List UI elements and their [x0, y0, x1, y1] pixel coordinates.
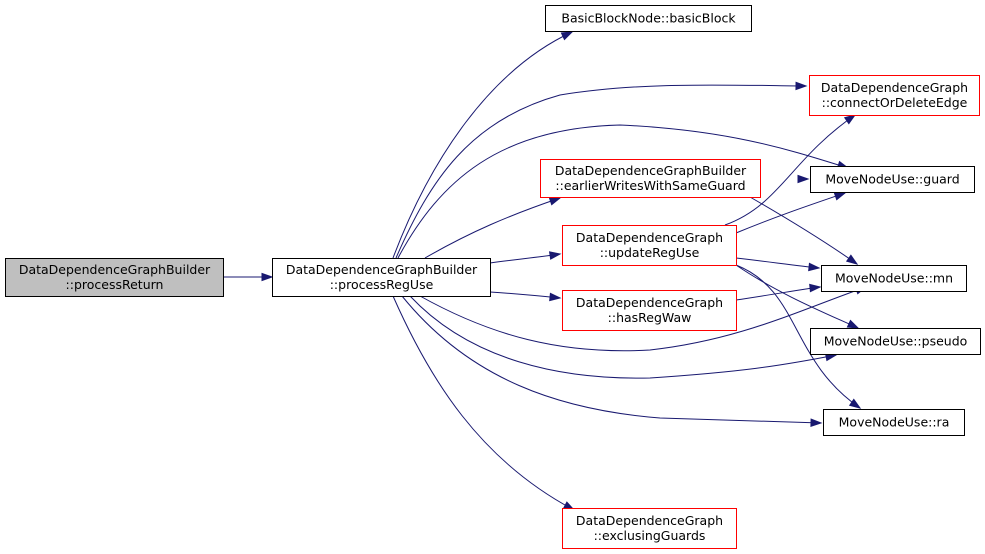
edge-line: [489, 253, 561, 264]
node-earlierWrites[interactable]: DataDependenceGraphBuilder::earlierWrite…: [540, 159, 761, 198]
edge-line: [409, 295, 837, 379]
edge-line: [735, 264, 859, 329]
arrowhead: [261, 272, 274, 282]
edge-processRegUse-to-basicBlock: [392, 31, 574, 259]
node-label: BasicBlockNode::basicBlock: [561, 11, 736, 26]
node-label: MoveNodeUse::mn: [835, 271, 953, 286]
edge-updateRegUse-to-connectOrDeleteEdge: [724, 114, 857, 226]
node-updateRegUse[interactable]: DataDependenceGraph::updateRegUse: [562, 225, 737, 266]
node-basicBlock[interactable]: BasicBlockNode::basicBlock: [545, 5, 752, 32]
edge-line: [419, 286, 867, 352]
edge-line: [724, 114, 856, 226]
node-label: DataDependenceGraphBuilder: [555, 163, 747, 178]
node-label: ::updateRegUse: [600, 245, 700, 260]
node-label: ::exclusingGuards: [594, 528, 706, 543]
node-exclusingGuards[interactable]: DataDependenceGraph::exclusingGuards: [562, 508, 737, 549]
node-mn[interactable]: MoveNodeUse::mn: [821, 265, 967, 292]
edge-earlierWrites-to-guard: [797, 174, 810, 184]
node-guard[interactable]: MoveNodeUse::guard: [810, 166, 975, 193]
node-box: [562, 290, 737, 331]
arrowhead: [549, 292, 562, 302]
edge-line: [735, 192, 846, 234]
node-label: ::processRegUse: [330, 277, 434, 292]
node-box: [545, 5, 752, 32]
edge-hasRegWaw-to-mn: [735, 283, 822, 301]
arrowhead: [797, 174, 810, 184]
node-processRegUse[interactable]: DataDependenceGraphBuilder::processRegUs…: [272, 258, 491, 297]
edge-processRegUse-to-updateRegUse: [489, 251, 562, 264]
node-box: [810, 166, 975, 193]
node-label: DataDependenceGraph: [576, 513, 723, 528]
edge-line: [749, 196, 858, 265]
node-connectOrDeleteEdge[interactable]: DataDependenceGraph::connectOrDeleteEdge: [809, 75, 980, 116]
node-label: ::connectOrDeleteEdge: [822, 95, 968, 110]
node-label: DataDependenceGraphBuilder: [286, 262, 478, 277]
node-box: [809, 75, 980, 116]
arrowhead: [810, 418, 823, 428]
node-label: MoveNodeUse::pseudo: [824, 334, 968, 349]
node-label: DataDependenceGraph: [821, 80, 968, 95]
arrowhead: [808, 262, 821, 272]
node-label: ::hasRegWaw: [608, 310, 692, 325]
node-box: [5, 258, 224, 297]
edge-processReturn-to-processRegUse: [223, 272, 274, 282]
edge-processRegUse-to-ra: [401, 295, 823, 428]
arrowhead: [833, 192, 847, 201]
edge-updateRegUse-to-mn: [735, 257, 821, 272]
edge-processRegUse-to-earlierWrites: [424, 197, 562, 259]
arrowhead: [795, 81, 808, 91]
node-box: [562, 225, 737, 266]
arrowhead: [548, 251, 562, 260]
node-label: DataDependenceGraphBuilder: [19, 262, 211, 277]
edge-line: [395, 84, 807, 259]
node-label: MoveNodeUse::ra: [839, 415, 950, 430]
node-label: ::earlierWritesWithSameGuard: [555, 178, 745, 193]
arrowhead: [845, 254, 859, 265]
arrowhead: [843, 114, 857, 125]
edge-line: [392, 31, 573, 259]
edge-line: [424, 197, 561, 259]
node-box: [823, 409, 965, 436]
arrowhead: [560, 31, 574, 41]
edge-line: [489, 291, 561, 299]
nodes-layer: DataDependenceGraphBuilder::processRetur…: [5, 5, 981, 549]
arrowhead: [548, 197, 562, 206]
edge-line: [397, 124, 849, 259]
edge-updateRegUse-to-pseudo: [735, 264, 860, 329]
edge-line: [392, 295, 575, 511]
arrowhead: [846, 319, 860, 329]
edge-line: [401, 295, 822, 424]
node-label: DataDependenceGraph: [576, 295, 723, 310]
node-box: [562, 508, 737, 549]
node-label: ::processReturn: [66, 277, 164, 292]
arrowhead: [848, 398, 862, 409]
node-box: [821, 265, 967, 292]
node-box: [272, 258, 491, 297]
node-processReturn[interactable]: DataDependenceGraphBuilder::processRetur…: [5, 258, 224, 297]
arrowhead: [809, 283, 822, 293]
node-pseudo[interactable]: MoveNodeUse::pseudo: [810, 328, 981, 355]
edge-processRegUse-to-exclusingGuards: [392, 295, 576, 511]
edge-processRegUse-to-hasRegWaw: [489, 291, 562, 302]
edge-processRegUse-to-connectOrDeleteEdge: [395, 81, 808, 259]
node-ra[interactable]: MoveNodeUse::ra: [823, 409, 965, 436]
edge-earlierWrites-to-mn: [749, 196, 859, 265]
node-label: MoveNodeUse::guard: [825, 172, 959, 187]
node-label: DataDependenceGraph: [576, 230, 723, 245]
edge-line: [735, 264, 861, 409]
node-hasRegWaw[interactable]: DataDependenceGraph::hasRegWaw: [562, 290, 737, 331]
node-box: [810, 328, 981, 355]
edge-updateRegUse-to-ra: [735, 264, 862, 409]
node-box: [540, 159, 761, 198]
edge-line: [735, 257, 820, 269]
